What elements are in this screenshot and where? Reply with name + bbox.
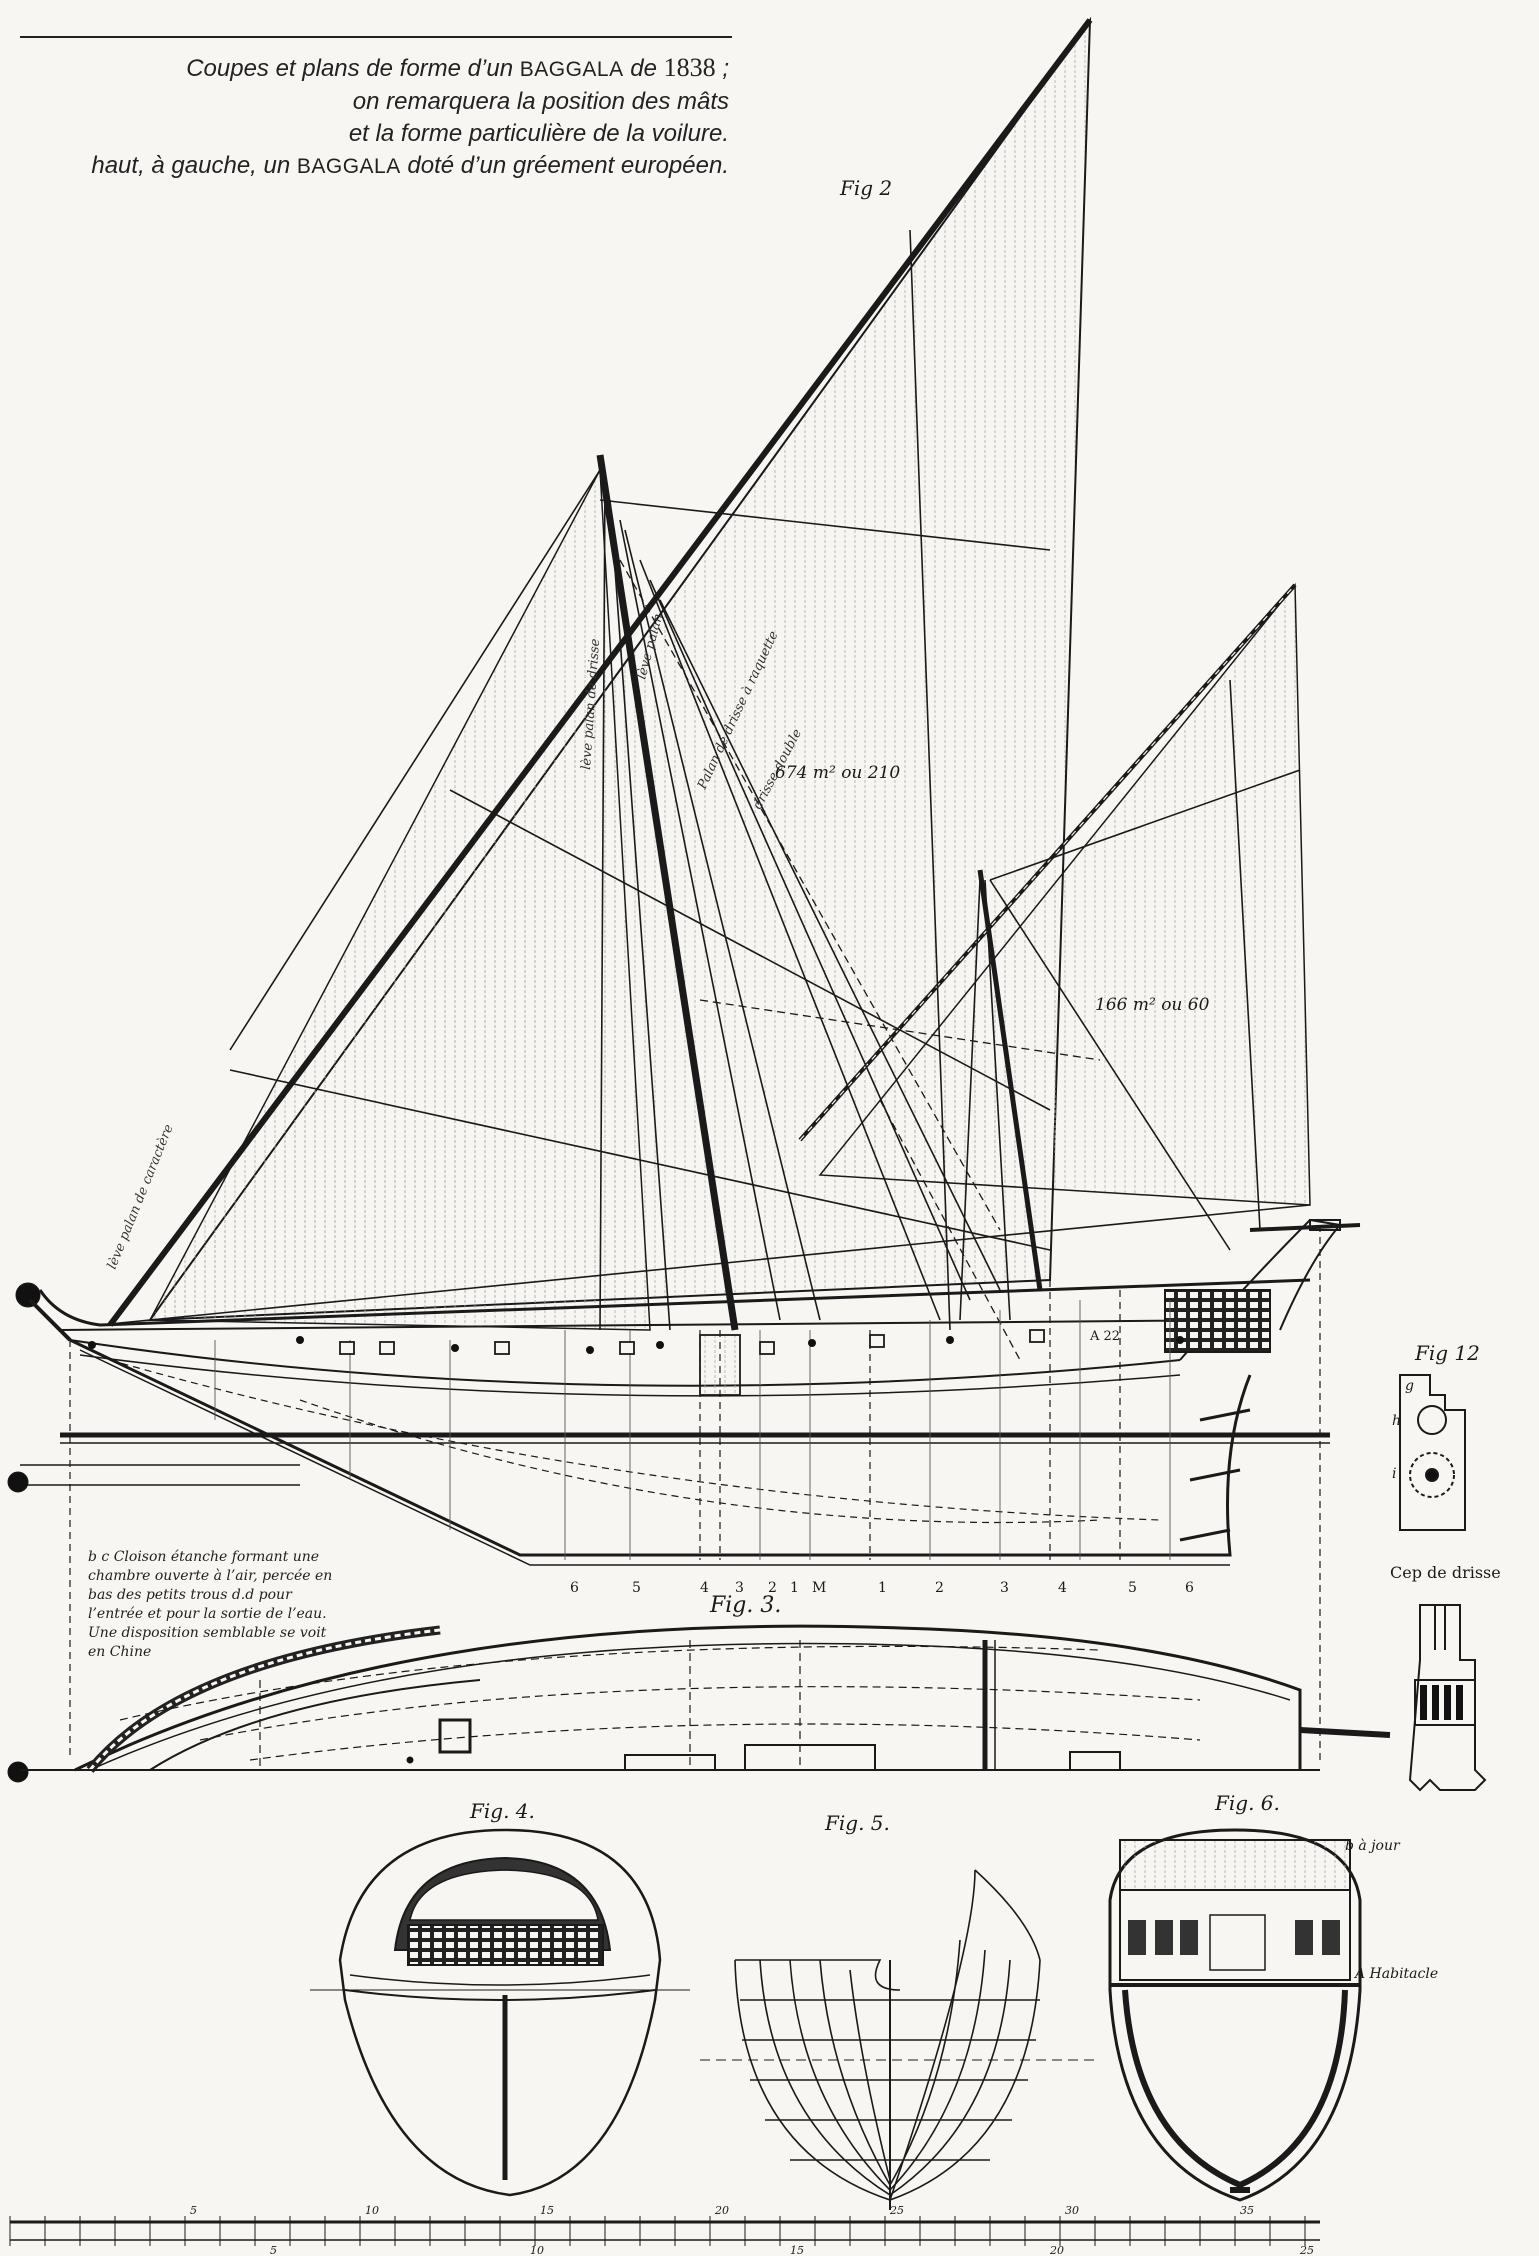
- cep-de-drisse-label: Cep de drisse: [1390, 1563, 1501, 1582]
- caption-text: doté d’un gréement européen.: [400, 152, 729, 179]
- mizzen-sail-area-label: 166 m² ou 60: [1095, 995, 1210, 1015]
- hull-mark-a22: A 22: [1089, 1329, 1120, 1344]
- fig6-b-a-jour-label: b à jour: [1345, 1838, 1401, 1854]
- station-number: 3: [735, 1580, 744, 1596]
- station-numbers: 6 5 4 3 2 1 M 1 2 3 4 5 6: [570, 1580, 1194, 1596]
- caption-line-4: haut, à gauche, un BAGGALA doté d’un gré…: [0, 150, 729, 183]
- fig6-label: Fig. 6.: [1214, 1791, 1280, 1815]
- fig12-block: [1399, 1374, 1466, 1531]
- scale-number: 35: [1240, 2204, 1254, 2217]
- mizzen-mast: [977, 869, 1043, 1291]
- keel-line: [69, 1338, 1252, 1557]
- scale-numbers: 5 10 15 20 25 30 35 5 10 15 20 25: [190, 2204, 1314, 2256]
- station-number: 6: [570, 1580, 579, 1596]
- station-number: 1: [790, 1580, 799, 1596]
- caption-text: Coupes et plans de forme d’un: [186, 55, 520, 82]
- fig3-label: Fig. 3.: [709, 1593, 781, 1618]
- fig12-label: Fig 12: [1414, 1341, 1480, 1365]
- fig4-stern-view: [310, 1828, 690, 2197]
- main-sail-area-label: 674 m² ou 210: [775, 763, 900, 783]
- scale-bar: [10, 2220, 1320, 2241]
- station-number: M: [812, 1580, 826, 1596]
- caption-rule: [20, 36, 732, 38]
- station-number: 4: [1058, 1580, 1067, 1596]
- fig12-mark-i: i: [1392, 1466, 1396, 1482]
- caption-text: de: [623, 55, 664, 82]
- dashed-braces: [619, 559, 1101, 1361]
- fig5-body-plan: [700, 1869, 1100, 2210]
- fig2-label: Fig 2: [839, 176, 892, 200]
- caption-year: 1838: [663, 53, 716, 82]
- station-number: 5: [1128, 1580, 1137, 1596]
- scale-number: 10: [530, 2244, 544, 2256]
- station-number: 1: [878, 1580, 887, 1596]
- station-number: 2: [935, 1580, 944, 1596]
- station-number: 5: [632, 1580, 641, 1596]
- station-number: 3: [1000, 1580, 1009, 1596]
- scale-number: 15: [540, 2204, 554, 2217]
- mainmast: [596, 454, 739, 1331]
- fig12-mark-h: h: [1392, 1413, 1401, 1429]
- station-number: 2: [768, 1580, 777, 1596]
- caption-vessel-name: BAGGALA: [519, 58, 624, 81]
- caption-text: ;: [715, 55, 729, 82]
- caption-text: haut, à gauche, un: [91, 152, 297, 179]
- fig3-deck-plan: [20, 1624, 1391, 1773]
- plate-caption: Coupes et plans de forme d’un BAGGALA de…: [0, 52, 729, 183]
- scale-number: 25: [1299, 2244, 1314, 2256]
- caption-vessel-name: BAGGALA: [296, 155, 401, 178]
- fig6-midship-section: [1108, 1828, 1362, 2202]
- rigging-lines: [99, 229, 1311, 1331]
- fig12-mark-g: g: [1405, 1378, 1414, 1394]
- fore-sail: [148, 467, 651, 1331]
- scale-number: 25: [889, 2204, 904, 2217]
- scale-number: 30: [1065, 2204, 1079, 2217]
- hull-profile: [7, 1218, 1361, 1783]
- caption-line-3: et la forme particulière de la voilure.: [348, 120, 729, 147]
- scale-ticks: [9, 2216, 1306, 2246]
- fig4-label: Fig. 4.: [469, 1799, 535, 1823]
- scale-number: 5: [270, 2244, 277, 2256]
- scale-number: 10: [365, 2204, 379, 2217]
- station-number: 6: [1185, 1580, 1194, 1596]
- fig2-sail-plan: lève palan de caractère lève palan de dr…: [99, 16, 1311, 1361]
- fig5-label: Fig. 5.: [824, 1811, 890, 1835]
- scale-number: 20: [1049, 2244, 1064, 2256]
- caption-line-1: Coupes et plans de forme d’un BAGGALA de…: [0, 52, 729, 86]
- station-number: 4: [700, 1580, 709, 1596]
- stern-gallery: [1164, 1289, 1271, 1353]
- scale-number: 20: [714, 2204, 729, 2217]
- mizzen-sail: [818, 582, 1311, 1206]
- main-yard: [107, 18, 1093, 1327]
- scale-number: 15: [790, 2244, 804, 2256]
- caption-line-2: on remarquera la position des mâts: [352, 88, 729, 115]
- scale-number: 5: [190, 2204, 197, 2217]
- fig6-habitacle-label: A Habitacle: [1353, 1966, 1438, 1982]
- cep-de-drisse-block: [1408, 1604, 1487, 1792]
- note-bc-bulkhead: b c Cloison étanche formant une chambre …: [88, 1549, 333, 1660]
